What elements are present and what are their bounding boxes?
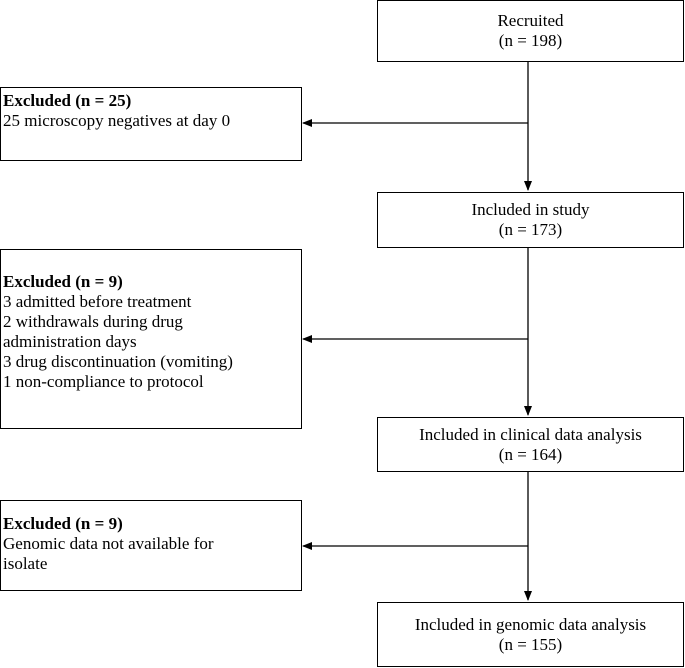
exclusion-2-line: 2 withdrawals during drug xyxy=(3,312,183,331)
recruited-box: Recruited (n = 198) xyxy=(377,0,684,62)
clinical-analysis-box: Included in clinical data analysis (n = … xyxy=(377,417,684,472)
clinical-analysis-title: Included in clinical data analysis xyxy=(419,424,642,444)
recruited-title: Recruited xyxy=(497,11,564,30)
exclusion-1-line: 25 microscopy negatives at day 0 xyxy=(3,111,231,130)
exclusion-box-1: Excluded (n = 25) 25 microscopy negative… xyxy=(0,87,302,161)
genomic-analysis-count: (n = 155) xyxy=(498,634,563,654)
exclusion-box-2: Excluded (n = 9) 3 admitted before treat… xyxy=(0,249,302,429)
clinical-analysis-count: (n = 164) xyxy=(498,444,563,464)
exclusion-2-line: administration days xyxy=(3,332,137,351)
exclusion-3-line: Genomic data not available for xyxy=(3,534,214,553)
genomic-analysis-title: Included in genomic data analysis xyxy=(414,614,647,634)
exclusion-3-heading: Excluded (n = 9) xyxy=(3,514,123,533)
included-in-study-title: Included in study xyxy=(471,200,590,219)
exclusion-box-3: Excluded (n = 9) Genomic data not availa… xyxy=(0,500,302,591)
exclusion-2-line: 3 admitted before treatment xyxy=(3,292,192,311)
exclusion-1-heading: Excluded (n = 25) xyxy=(3,91,132,110)
included-in-study-box: Included in study (n = 173) xyxy=(377,192,684,248)
genomic-analysis-box: Included in genomic data analysis (n = 1… xyxy=(377,602,684,667)
included-in-study-count: (n = 173) xyxy=(498,220,563,239)
exclusion-2-line: 1 non-compliance to protocol xyxy=(3,372,204,391)
exclusion-3-line: isolate xyxy=(3,554,48,573)
exclusion-2-heading: Excluded (n = 9) xyxy=(3,272,123,291)
recruited-count: (n = 198) xyxy=(498,31,563,50)
exclusion-2-line: 3 drug discontinuation (vomiting) xyxy=(3,352,233,371)
